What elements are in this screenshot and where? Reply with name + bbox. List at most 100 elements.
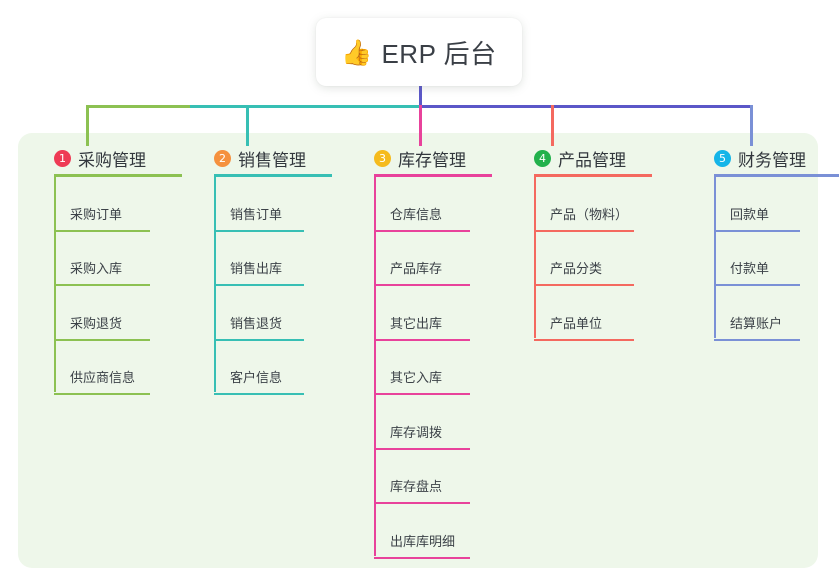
list-item-rule	[54, 229, 150, 232]
column-title: 财务管理	[738, 151, 806, 170]
list-item[interactable]: 销售出库	[214, 232, 356, 286]
list-item-label: 库存盘点	[390, 479, 443, 494]
list-item-rule	[534, 229, 634, 232]
column-header-rule	[714, 174, 839, 177]
list-item-rule	[374, 502, 470, 504]
list-item-rule	[374, 229, 470, 232]
diagram-panel	[18, 133, 818, 568]
column-title: 采购管理	[78, 151, 146, 170]
list-item-rule	[714, 284, 800, 286]
column-header-4[interactable]: 4 产品管理	[534, 146, 626, 171]
list-item[interactable]: 仓库信息	[374, 177, 516, 232]
list-item-rule	[54, 338, 150, 341]
list-item-rule	[214, 338, 304, 341]
list-item-rule	[214, 393, 304, 395]
page-title: ERP 后台	[381, 38, 497, 69]
list-item-rule	[714, 338, 800, 341]
column-header-rule	[374, 174, 492, 177]
list-item[interactable]: 出库库明细	[374, 504, 516, 559]
column-header-rule	[214, 174, 332, 177]
list-item-label: 付款单	[730, 261, 770, 276]
list-item[interactable]: 供应商信息	[54, 341, 196, 395]
list-item-label: 产品单位	[550, 315, 603, 331]
column-spine	[54, 174, 56, 392]
column-items: 仓库信息产品库存其它出库其它入库库存调拨库存盘点出库库明细	[374, 177, 516, 559]
column-items: 回款单付款单结算账户	[714, 177, 839, 341]
list-item-rule	[374, 393, 470, 395]
list-item[interactable]: 销售退货	[214, 286, 356, 341]
column-header-rule	[534, 174, 652, 177]
column-title: 产品管理	[558, 151, 626, 170]
list-item-rule	[374, 284, 470, 286]
columns-layer: 1 采购管理采购订单采购入库采购退货供应商信息 2 销售管理销售订单销售出库销售退货客…	[18, 133, 839, 568]
column-items: 产品（物料） 产品分类产品单位	[534, 177, 676, 341]
list-item-label: 库存调拨	[390, 424, 443, 440]
column-spine	[534, 174, 536, 338]
drop-col-3	[419, 105, 422, 146]
drop-col-5	[750, 105, 753, 146]
list-item-label: 产品分类	[550, 261, 603, 276]
list-item[interactable]: 结算账户	[714, 286, 839, 341]
list-item[interactable]: 付款单	[714, 232, 839, 286]
list-item[interactable]: 库存盘点	[374, 450, 516, 504]
column-header-1[interactable]: 1 采购管理	[54, 146, 146, 171]
list-item-rule	[534, 338, 634, 341]
list-item[interactable]: 回款单	[714, 177, 839, 232]
list-item-label: 采购退货	[70, 315, 123, 331]
list-item-label: 结算账户	[730, 315, 783, 331]
list-item-rule	[54, 284, 150, 286]
list-item-rule	[374, 556, 470, 559]
list-item-label: 客户信息	[230, 370, 283, 385]
list-item[interactable]: 采购入库	[54, 232, 196, 286]
thumbs-up-icon: 👍	[341, 38, 373, 67]
column-number-badge: 4	[534, 150, 551, 167]
column-header-5[interactable]: 5 财务管理	[714, 146, 806, 171]
list-item[interactable]: 其它出库	[374, 286, 516, 341]
list-item-rule	[214, 229, 304, 232]
list-item[interactable]: 销售订单	[214, 177, 356, 232]
list-item[interactable]: 其它入库	[374, 341, 516, 395]
list-item-label: 产品库存	[390, 261, 443, 276]
list-item-rule	[214, 284, 304, 286]
list-item[interactable]: 产品分类	[534, 232, 676, 286]
drop-col-4	[551, 105, 554, 146]
column-title: 销售管理	[238, 151, 306, 170]
list-item-label: 出库库明细	[390, 533, 456, 549]
drop-col-1	[86, 105, 89, 146]
list-item-label: 供应商信息	[70, 370, 136, 385]
list-item-rule	[54, 393, 150, 395]
list-item-label: 销售出库	[230, 261, 283, 276]
list-item[interactable]: 采购订单	[54, 177, 196, 232]
list-item-label: 销售退货	[230, 315, 283, 331]
column-header-2[interactable]: 2 销售管理	[214, 146, 306, 171]
list-item-label: 采购订单	[70, 206, 123, 222]
list-item[interactable]: 客户信息	[214, 341, 356, 395]
list-item-label: 其它出库	[390, 315, 443, 331]
list-item[interactable]: 库存调拨	[374, 395, 516, 450]
bus-segment-teal	[190, 105, 420, 108]
list-item-label: 采购入库	[70, 261, 123, 276]
column-number-badge: 1	[54, 150, 71, 167]
column-items: 销售订单销售出库销售退货客户信息	[214, 177, 356, 395]
diagram-title-card[interactable]: 👍 ERP 后台	[316, 18, 522, 86]
list-item[interactable]: 产品（物料）	[534, 177, 676, 232]
column-number-badge: 2	[214, 150, 231, 167]
column-spine	[374, 174, 376, 556]
list-item[interactable]: 产品库存	[374, 232, 516, 286]
bus-segment-blue	[420, 105, 752, 108]
list-item-label: 回款单	[730, 206, 770, 222]
list-item[interactable]: 产品单位	[534, 286, 676, 341]
drop-col-2	[246, 105, 249, 146]
list-item-rule	[374, 447, 470, 450]
list-item[interactable]: 采购退货	[54, 286, 196, 341]
bus-segment-green	[86, 105, 190, 108]
column-number-badge: 5	[714, 150, 731, 167]
column-spine	[714, 174, 716, 338]
list-item-rule	[374, 338, 470, 341]
list-item-label: 仓库信息	[390, 206, 443, 222]
list-item-label: 产品（物料）	[550, 206, 629, 222]
column-spine	[214, 174, 216, 392]
list-item-rule	[534, 284, 634, 286]
